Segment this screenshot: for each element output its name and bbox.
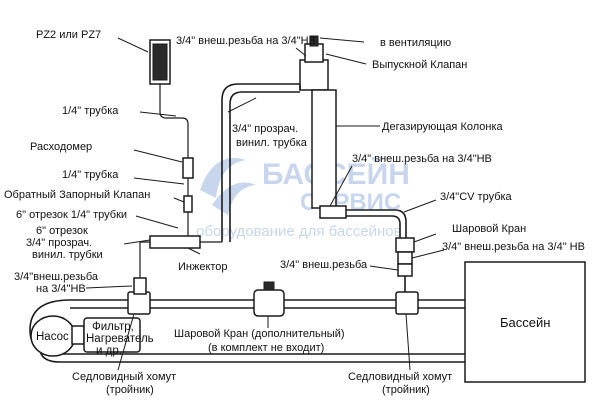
- leader-lines: [85, 37, 445, 371]
- leader-saddle-left: [117, 313, 135, 371]
- label-degas-column: Дегазирующая Колонка: [382, 121, 504, 133]
- label-quarter-mid: 1/4" трубка: [62, 169, 119, 181]
- leader-thread-left: [85, 285, 133, 289]
- pz-generator-panel: [152, 43, 168, 81]
- pool-label: Бассейн: [500, 315, 550, 330]
- leader-pz: [117, 37, 149, 53]
- leader-thread-short: [369, 265, 399, 271]
- label-thread-right-1: 3/4" внеш.резьба на 3/4"НВ: [352, 153, 492, 165]
- leader-thread-right: [329, 165, 353, 207]
- vinyl-tube-inner: [229, 91, 300, 242]
- leader-injector: [187, 247, 201, 255]
- leader-saddle-right: [405, 313, 411, 371]
- label-saddle-left-1: Седловидный хомут: [72, 371, 176, 383]
- optional-ball-valve: [253, 289, 285, 317]
- label-vent: в вентиляцию: [380, 37, 451, 49]
- leader-vinyl-mid: [227, 97, 257, 113]
- label-thread-right-2: 3/4" внеш.резьба на 3/4" НВ: [442, 241, 585, 253]
- injector-body: [149, 235, 201, 249]
- label-thread-short: 3/4" внеш.резьба: [280, 259, 368, 271]
- right-saddle-clamp: [395, 291, 419, 315]
- label-outlet-valve: Выпускной Клапан: [372, 59, 467, 71]
- degas-column-top: [299, 59, 329, 91]
- label-saddle-right-1: Седловидный хомут: [348, 371, 452, 383]
- watermark-wave-logo: [200, 158, 246, 198]
- vinyl-tube-outer: [221, 83, 300, 242]
- degas-column-body: [311, 89, 337, 209]
- leader-top-thread: [295, 47, 307, 57]
- label-ball-valve: Шаровой Кран: [452, 223, 526, 235]
- label-check-valve: Обратный Запорный Клапан: [4, 189, 150, 201]
- label-cut-vinyl-3: винил. трубки: [32, 249, 103, 261]
- vent-cap: [309, 35, 319, 47]
- label-cut-vinyl-1: 6" отрезок: [36, 225, 88, 237]
- leader-check-valve: [173, 197, 185, 203]
- label-pz: PZ2 или PZ7: [36, 29, 101, 41]
- column-outlet-fitting: [319, 205, 347, 219]
- flowmeter-body: [182, 157, 194, 179]
- label-cut-quarter: 6" отрезок 1/4" трубки: [16, 209, 127, 221]
- pump-flange: [71, 325, 85, 345]
- label-injector: Инжектор: [178, 261, 228, 273]
- right-thread-fitting-lower: [397, 263, 413, 277]
- injector-inlet: [139, 241, 150, 248]
- label-saddle-right-2: (тройник): [382, 384, 430, 396]
- left-thread-fitting: [133, 277, 147, 295]
- cv-tube-outer: [346, 209, 407, 250]
- label-vinyl-mid-2: винил. трубка: [236, 137, 308, 149]
- check-valve-body: [183, 195, 193, 213]
- leader-ball-valve: [413, 233, 437, 243]
- optional-ball-valve-handle: [263, 281, 275, 291]
- filter-label-1: Фильтр,: [92, 321, 134, 333]
- label-vinyl-mid-1: 3/4" прозрач.: [232, 123, 298, 135]
- leader-quarter-top: [139, 111, 177, 117]
- filter-label-2: Нагреватель: [86, 333, 154, 345]
- leader-quarter-mid: [133, 177, 185, 185]
- leader-outlet-valve: [325, 53, 367, 65]
- leader-cut-quarter: [135, 215, 179, 229]
- label-saddle-left-2: (тройник): [106, 384, 154, 396]
- quarter-tube-top: [159, 84, 189, 158]
- right-thread-fitting-upper: [397, 251, 413, 265]
- label-ball-valve-opt-1: Шаровой Кран (дополнительный): [174, 328, 345, 340]
- label-top-thread: 3/4" внеш.резьба на 3/4"НВ: [176, 35, 316, 47]
- pump-label: Насос: [36, 331, 69, 343]
- pool-box: [464, 261, 586, 383]
- label-thread-left-2: на 3/4"НВ: [36, 283, 86, 295]
- leader-vent: [319, 37, 365, 43]
- cv-tube-inner: [346, 215, 401, 250]
- label-cut-vinyl-2: 3/4" прозрач.: [26, 237, 92, 249]
- leader-thread-right-2: [411, 249, 445, 259]
- watermark: БАССЕЙН СЕРВИС оборудование для бассейно…: [196, 157, 410, 240]
- leader-cv-tube: [403, 199, 437, 213]
- label-quarter-top: 1/4" трубка: [62, 105, 119, 117]
- leader-cut-vinyl: [123, 239, 151, 245]
- left-saddle-clamp: [127, 291, 151, 315]
- label-flowmeter: Расходомер: [30, 141, 92, 153]
- label-ball-valve-opt-2: (в комплект не входит): [208, 342, 324, 354]
- label-thread-left-1: 3/4"внеш.резьба: [14, 271, 99, 283]
- watermark-line3: оборудование для бассейнов: [196, 223, 402, 240]
- filter-label-3: и др.: [96, 345, 122, 357]
- right-ball-valve: [395, 237, 415, 253]
- label-cv-tube: 3/4"CV трубка: [440, 191, 513, 203]
- leader-flowmeter: [133, 149, 183, 163]
